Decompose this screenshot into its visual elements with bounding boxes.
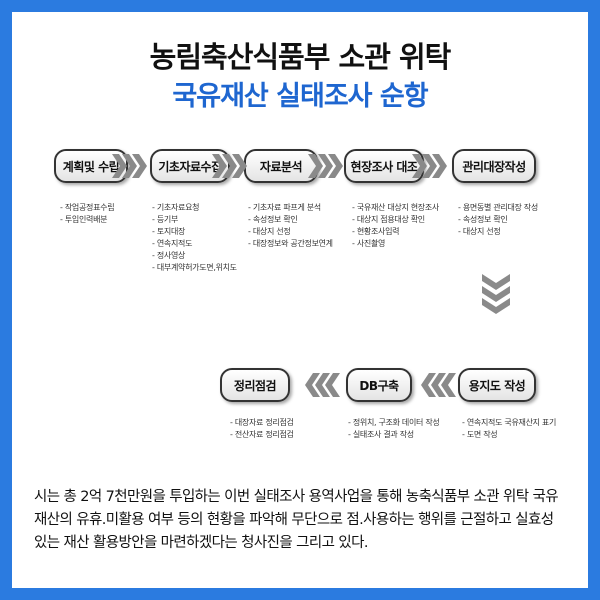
step-items-map-drawing: 연속지적도 국유재산지 표기 도면 작성 — [462, 417, 557, 441]
headline-title: 농림축산식품부 소관 위탁 — [149, 40, 452, 74]
step-items-planning: 작업공정표수립 투입인력배분 — [60, 202, 115, 226]
list-item: 투입인력배분 — [60, 214, 114, 226]
list-item: 속성정보 확인 — [248, 214, 333, 226]
list-item: 대부계약허가도면,위치도 — [152, 262, 237, 274]
list-item: 국유재산 대상지 현장조사 — [352, 202, 439, 214]
list-item: 작업공정표수립 — [60, 202, 115, 214]
step-items-field-survey: 국유재산 대상지 현장조사 대상지 점용대상 확인 현황조사입력 사진촬영 — [352, 202, 439, 250]
process-flow-diagram: 계획및 수립 기초자료수집 자료분석 현장조사 대조 관리대장작성 작업공 — [12, 12, 588, 588]
step-box-register: 관리대장작성 — [452, 149, 536, 183]
list-item: 도면 작성 — [462, 429, 556, 441]
step-items-register: 용면동별 관리대장 작성 속성정보 확인 대상지 선정 — [458, 202, 538, 238]
list-item: 대장정보와 공간정보연계 — [248, 238, 333, 250]
list-item: 용면동별 관리대장 작성 — [458, 202, 538, 214]
list-item: 대상지 선정 — [458, 226, 538, 238]
step-box-data-analysis: 자료분석 — [244, 149, 318, 183]
list-item: 등기부 — [152, 214, 237, 226]
step-items-review: 대장자료 정리점검 전산자료 정리점검 — [230, 417, 294, 441]
chevron-down-icon — [482, 274, 510, 314]
list-item: 토지대장 — [152, 226, 237, 238]
chevron-right-icon — [412, 154, 447, 178]
list-item: 대상지 선정 — [248, 226, 333, 238]
step-box-map-drawing: 용지도 작성 — [458, 368, 536, 402]
chevron-left-icon — [421, 373, 456, 397]
list-item: 실태조사 결과 작성 — [348, 429, 439, 441]
list-item: 연속지적도 국유재산지 표기 — [462, 417, 557, 429]
list-item: 대장자료 정리점검 — [230, 417, 294, 429]
step-box-review: 정리점검 — [220, 368, 290, 402]
list-item: 기초자료요청 — [152, 202, 237, 214]
list-item: 정사영상 — [152, 250, 237, 262]
step-items-db-build: 정위치, 구조화 데이터 작성 실태조사 결과 작성 — [348, 417, 440, 441]
list-item: 속성정보 확인 — [458, 214, 538, 226]
description-paragraph: 시는 총 2억 7천만원을 투입하는 이번 실태조사 용역사업을 통해 농축식품… — [34, 489, 559, 551]
chevron-right-icon — [212, 154, 247, 178]
list-item: 연속지적도 — [152, 238, 237, 250]
list-item: 사진촬영 — [352, 238, 439, 250]
list-item: 정위치, 구조화 데이터 작성 — [348, 417, 440, 429]
headline-subtitle: 국유재산 실태조사 순항 — [172, 81, 428, 112]
step-box-db-build: DB구축 — [346, 368, 412, 402]
chevron-right-icon — [308, 154, 343, 178]
list-item: 기초자료 파프게 분석 — [248, 202, 333, 214]
card: 농림축산식품부 소관 위탁 국유재산 실태조사 순항 계획및 수립 기초자료수집… — [12, 12, 588, 588]
step-box-field-survey: 현장조사 대조 — [344, 149, 424, 183]
chevron-left-icon — [305, 373, 340, 397]
step-items-data-collection: 기초자료요청 등기부 토지대장 연속지적도 정사영상 대부계약허가도면,위치도 — [152, 202, 237, 274]
step-items-data-analysis: 기초자료 파프게 분석 속성정보 확인 대상지 선정 대장정보와 공간정보연계 — [248, 202, 333, 250]
chevron-right-icon — [112, 154, 147, 178]
list-item: 대상지 점용대상 확인 — [352, 214, 439, 226]
list-item: 현황조사입력 — [352, 226, 439, 238]
list-item: 전산자료 정리점검 — [230, 429, 294, 441]
